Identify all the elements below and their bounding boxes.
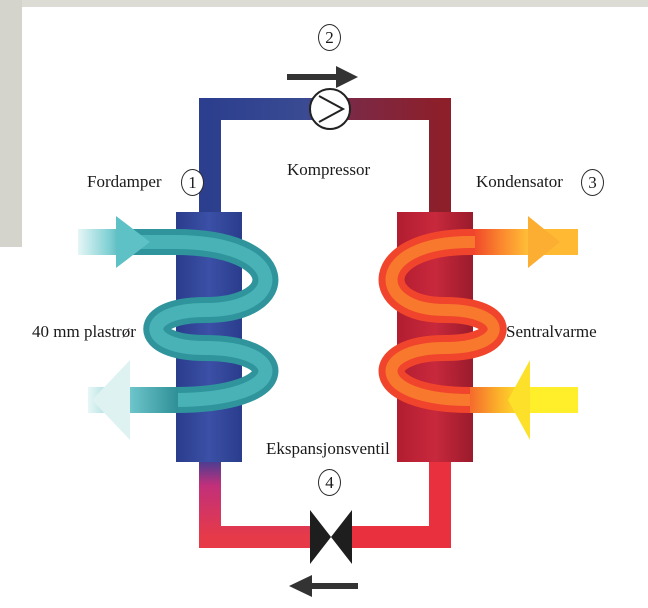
number-badge-1: 1 (181, 169, 204, 196)
number-badge-4: 4 (318, 469, 341, 496)
compressor-icon (309, 88, 351, 130)
flow-arrow-top (287, 66, 358, 88)
frame-top-band (0, 0, 648, 7)
central-heating-label: Sentralvarme (506, 322, 597, 341)
plastic-pipe-label: 40 mm plastrør (32, 322, 136, 341)
bottom-pipe-right (348, 458, 451, 548)
expansion-valve-icon (310, 510, 352, 564)
number-badge-3: 3 (581, 169, 604, 196)
frame-left-band (0, 0, 22, 247)
condenser-coil (378, 216, 578, 440)
number-badge-2: 2 (318, 24, 341, 51)
compressor-label: Kompressor (287, 160, 371, 179)
condenser-label: Kondensator (476, 172, 563, 191)
flow-arrow-bottom (289, 575, 358, 597)
evaporator-coil (78, 216, 279, 440)
expansion-valve-label: Ekspansjonsventil (266, 439, 390, 458)
evaporator-label: Fordamper (87, 172, 162, 191)
bottom-pipe-left (199, 458, 315, 548)
